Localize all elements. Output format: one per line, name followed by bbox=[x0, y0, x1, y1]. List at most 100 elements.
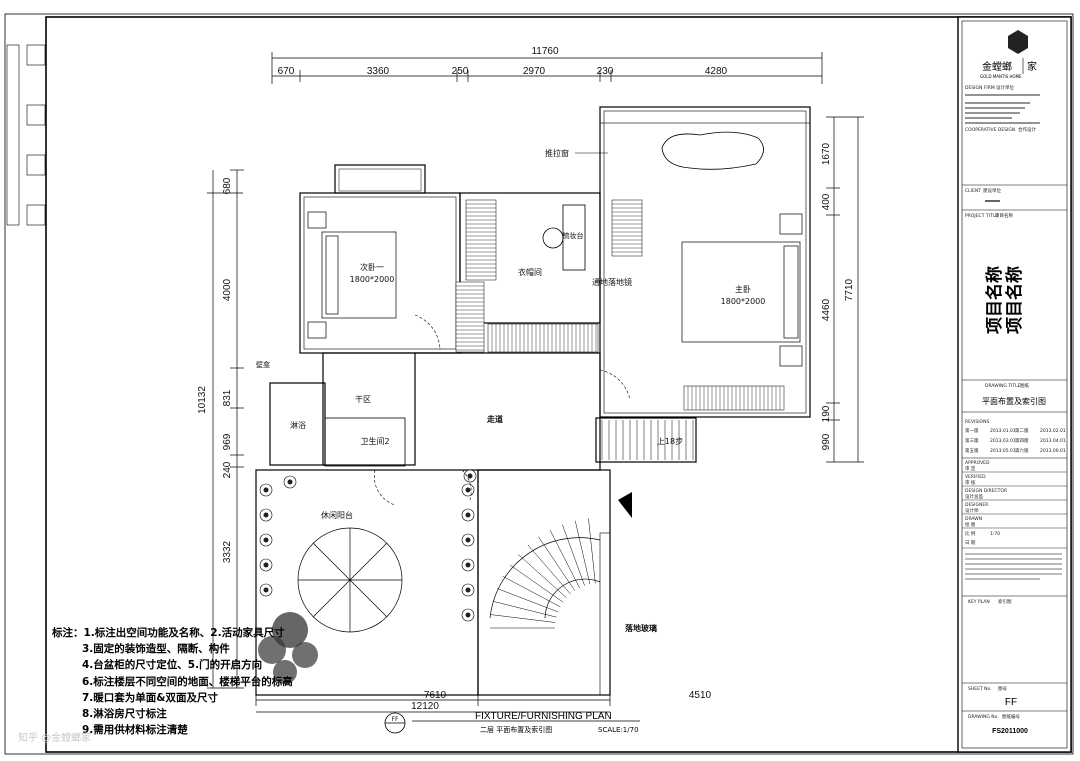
drawing-no-cn: 图纸编号 bbox=[1002, 713, 1020, 720]
spiral-tread bbox=[497, 588, 559, 613]
plant-pot-icon bbox=[465, 562, 471, 568]
sheet-no-label: SHEET No. bbox=[968, 686, 992, 692]
dim-bottom-2: 4510 bbox=[689, 690, 712, 701]
dim-left-3: 831 bbox=[222, 389, 233, 406]
drawn-label: DRAWN bbox=[965, 516, 982, 522]
plan-title-cn: 二层 平面布置及索引图 bbox=[480, 725, 552, 734]
brand-name: 金螳螂 bbox=[982, 60, 1012, 73]
revision-cell: 第三版 bbox=[965, 437, 979, 444]
coop-label: COOPERATIVE DESIGN bbox=[965, 127, 1015, 133]
dim-top-6: 4280 bbox=[705, 66, 728, 77]
dim-right-total: 7710 bbox=[844, 278, 855, 301]
umbrella-table bbox=[297, 527, 403, 633]
room-size-master: 1800*2000 bbox=[721, 297, 766, 306]
key-plan-label: KEY PLAN bbox=[968, 599, 990, 605]
drawing-no: FS2011000 bbox=[992, 728, 1028, 735]
approved-label: APPROVED bbox=[965, 460, 990, 466]
verified-cn: 审 核 bbox=[965, 479, 976, 486]
drawing-title-cn: 图纸 bbox=[1020, 382, 1029, 389]
right-dim-labels: 7710 1670 400 4460 190 990 bbox=[821, 142, 855, 450]
sheet-no: FF bbox=[1005, 697, 1017, 708]
spiral-tread bbox=[509, 564, 564, 603]
coop-cn: 合作设计 bbox=[1018, 126, 1036, 133]
room-label-dresser: 梳妆台 bbox=[563, 231, 584, 240]
plan-scale: SCALE:1/70 bbox=[598, 726, 639, 734]
spiral-tread bbox=[490, 614, 556, 623]
plant-pot-icon bbox=[263, 562, 269, 568]
balcony-plants bbox=[259, 469, 477, 622]
project-title-cn: 项目名称 bbox=[995, 212, 1013, 219]
project-title-label: PROJECT TITLE bbox=[965, 213, 998, 219]
project-name-large-2: 项目名称 bbox=[1004, 266, 1025, 334]
key-plan-cn: 索引图 bbox=[998, 598, 1012, 605]
plant-pot-icon bbox=[465, 587, 471, 593]
hatch-lines bbox=[456, 203, 781, 410]
spiral-treads bbox=[490, 518, 596, 629]
dim-left-total: 10132 bbox=[197, 386, 208, 414]
spiral-tread bbox=[575, 520, 591, 585]
drawing-no-label: DRAWING No. bbox=[968, 714, 999, 720]
plant-pot-icon bbox=[263, 587, 269, 593]
room-label-dry-area: 干区 bbox=[355, 395, 371, 404]
left-dim-labels: 10132 680 4000 831 969 240 3332 bbox=[197, 177, 233, 563]
door-swings bbox=[374, 314, 631, 506]
plant-pot-icon bbox=[263, 487, 269, 493]
revision-cell: 2013.02.01 bbox=[1040, 428, 1066, 434]
room-label-wardrobe: 衣帽间 bbox=[518, 267, 542, 277]
revision-cell: 2013.05.01 bbox=[990, 448, 1016, 454]
spiral-tread bbox=[518, 554, 567, 599]
tree-plant bbox=[258, 612, 318, 684]
dim-right-4: 190 bbox=[821, 405, 832, 422]
designer-cn: 设计师 bbox=[965, 507, 979, 514]
plant-pot-icon bbox=[465, 487, 471, 493]
watermark-text: 知乎 @金螳螂家 bbox=[18, 731, 91, 744]
spiral-tread bbox=[502, 576, 561, 608]
spiral-tread bbox=[549, 529, 580, 589]
design-director-cn: 设计总监 bbox=[965, 493, 983, 500]
project-name-large-1: 项目名称 bbox=[984, 266, 1005, 334]
floor-plan bbox=[255, 106, 811, 696]
room-label-shower: 淋浴 bbox=[290, 420, 306, 430]
dim-bottom-total: 12120 bbox=[411, 701, 439, 712]
revision-cell: 第六版 bbox=[1015, 447, 1029, 454]
drawing-title-label: DRAWING TITLE bbox=[985, 383, 1021, 389]
master-sofa bbox=[661, 131, 764, 170]
right-dimensions bbox=[826, 116, 864, 463]
drawn-cn: 绘 图 bbox=[965, 521, 976, 528]
plant-pot-icon bbox=[465, 512, 471, 518]
note-line-4: 6.标注楼层不同空间的地面、楼梯平台的标高 bbox=[82, 675, 293, 688]
note-line-6: 8.淋浴房尺寸标注 bbox=[82, 707, 167, 720]
verified-label: VERIFIED bbox=[965, 474, 986, 480]
master-bed bbox=[681, 213, 803, 367]
design-firm-label: DESIGN FIRM bbox=[965, 85, 995, 91]
date-label: 日 期 bbox=[965, 540, 976, 546]
revision-cell: 2013.01.01 bbox=[990, 428, 1016, 434]
secondary-bed bbox=[307, 211, 397, 339]
dim-right-3: 4460 bbox=[821, 298, 832, 321]
firm-address-lines bbox=[965, 94, 1040, 124]
plant-pot-icon bbox=[263, 537, 269, 543]
dresser-table bbox=[562, 204, 586, 271]
spiral-tread bbox=[493, 601, 557, 618]
dresser-stool bbox=[542, 227, 564, 249]
plan-title-block: FF FIXTURE/FURNISHING PLAN 二层 平面布置及索引图 S… bbox=[384, 711, 640, 734]
stair-treads bbox=[601, 420, 694, 460]
north-arrow-icon bbox=[618, 492, 632, 518]
room-label-master: 主卧 bbox=[735, 284, 751, 294]
approved-cn: 审 定 bbox=[965, 465, 976, 472]
binding-strip bbox=[6, 44, 46, 226]
sheet-no-cn: 图号 bbox=[998, 686, 1007, 692]
note-line-7: 9.需用供材料标注清楚 bbox=[82, 723, 188, 736]
plant-pot-icon bbox=[465, 612, 471, 618]
plant-pot-icon bbox=[467, 473, 473, 479]
spiral-staircase bbox=[489, 537, 601, 619]
designer-label: DESIGNER bbox=[965, 502, 988, 508]
spiral-tread bbox=[527, 544, 571, 595]
scale-value: 1:70 bbox=[990, 531, 1000, 537]
note-line-3: 4.台盆柜的尺寸定位、5.门的开启方向 bbox=[82, 658, 262, 671]
room-size-bedroom2: 1800*2000 bbox=[350, 275, 395, 284]
dim-left-4: 969 bbox=[222, 433, 233, 450]
dim-right-1: 1670 bbox=[821, 142, 832, 165]
dim-right-5: 990 bbox=[821, 433, 832, 450]
